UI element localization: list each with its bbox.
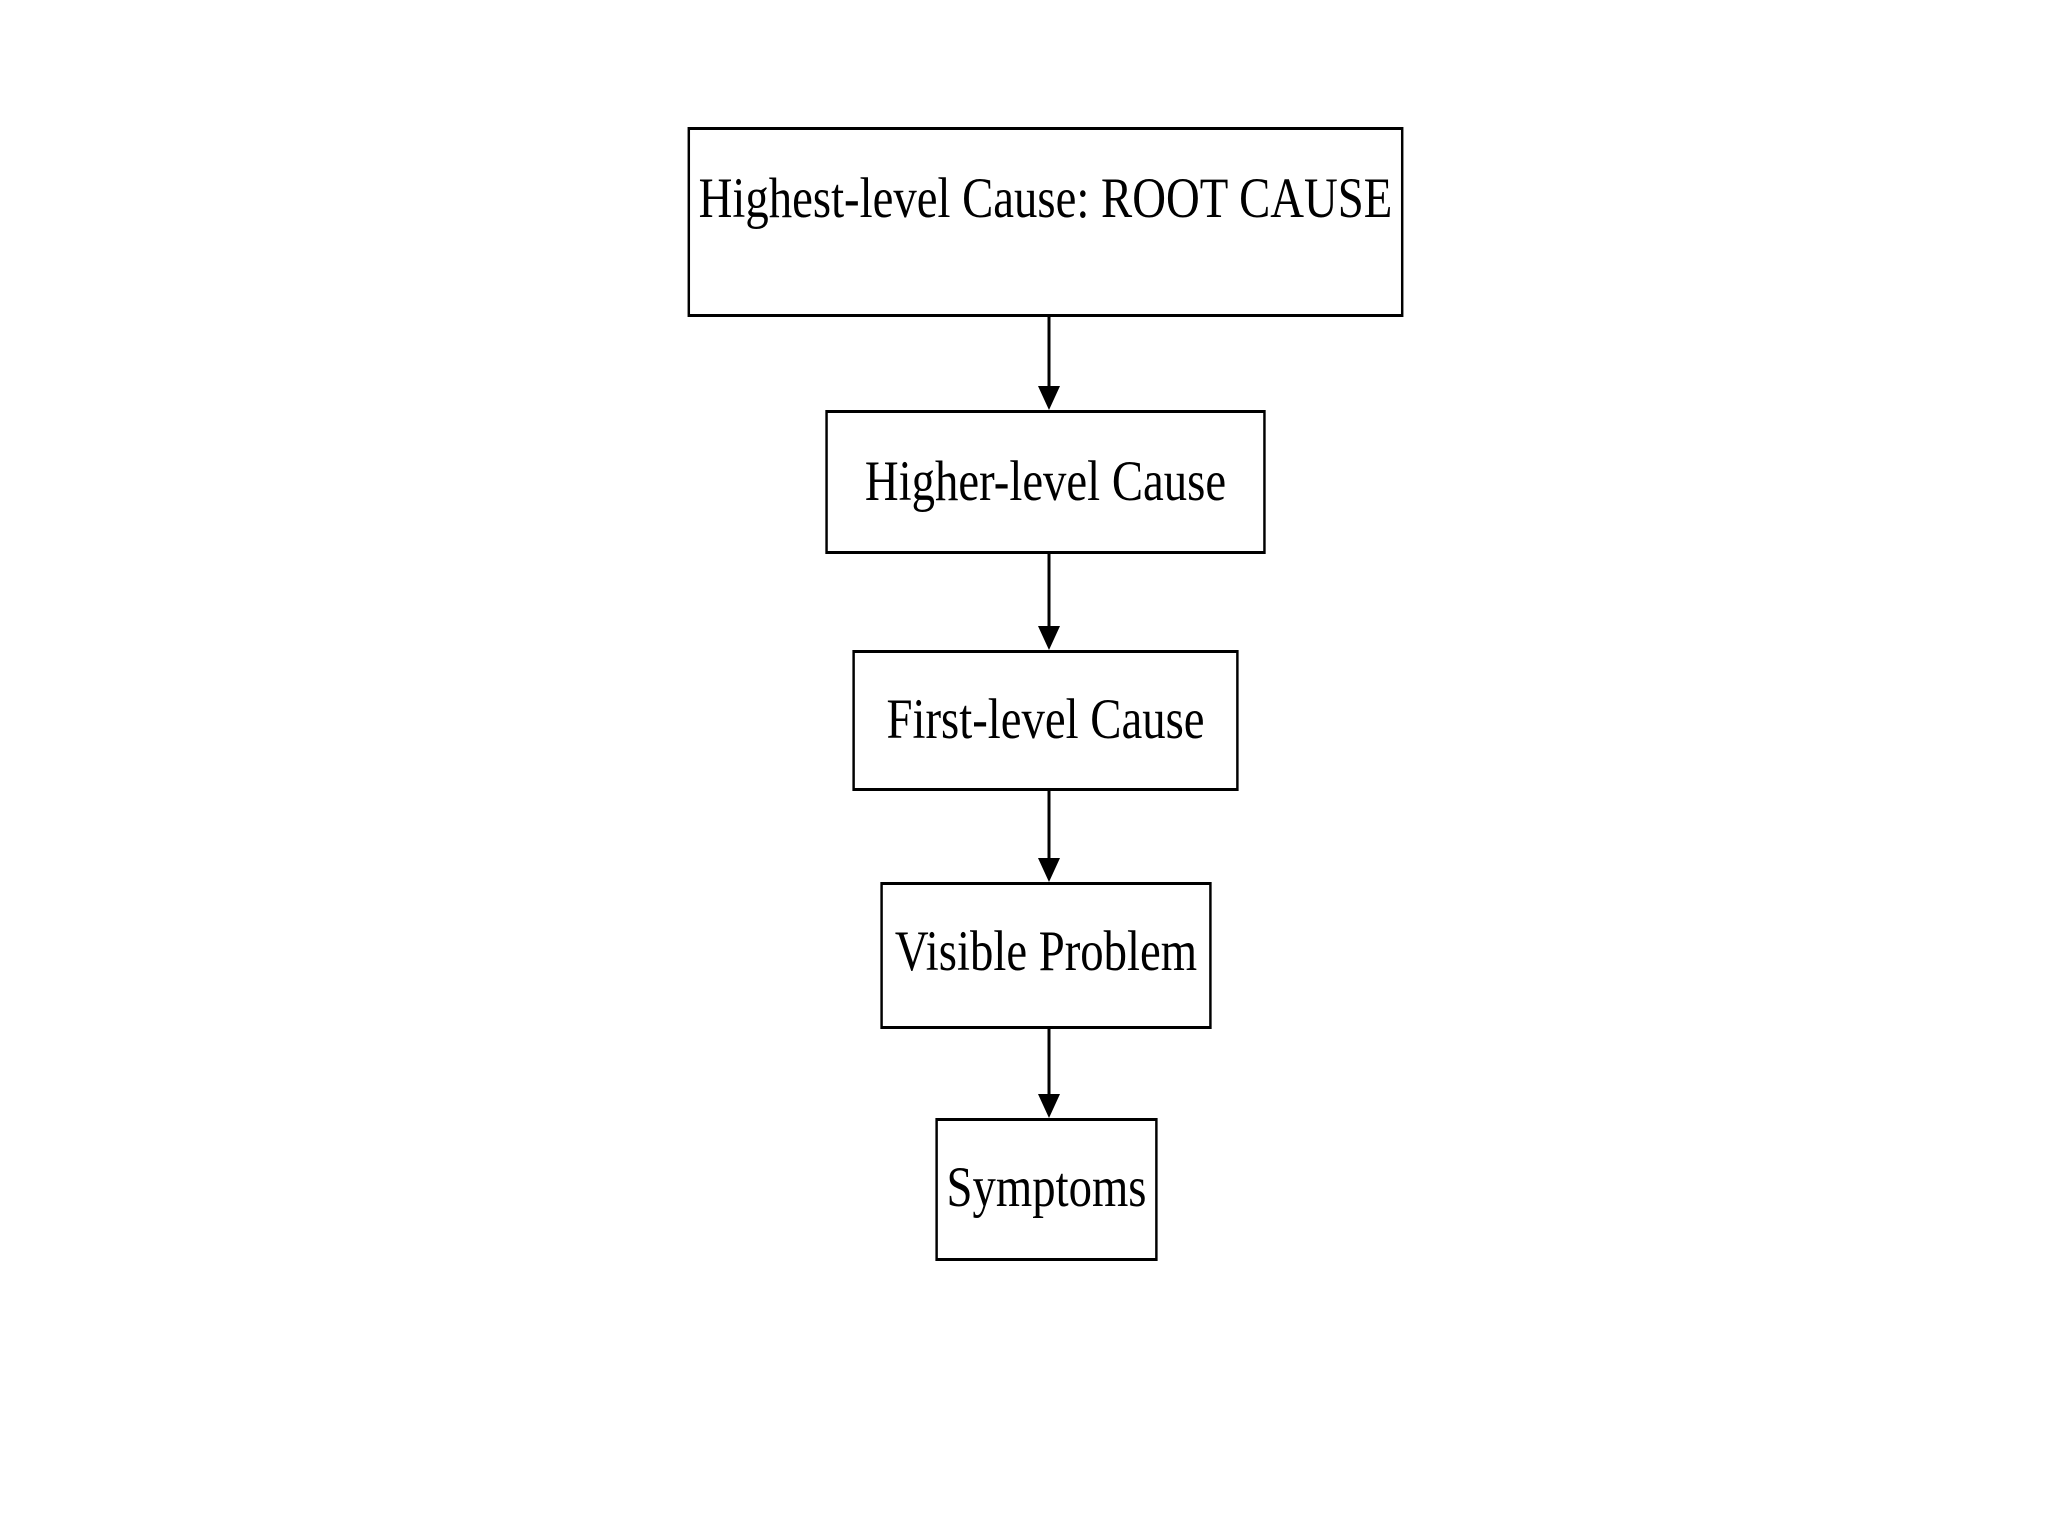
visible-problem-box: Visible Problem <box>880 882 1212 1029</box>
higher-level-cause-box: Higher-level Cause <box>825 410 1266 554</box>
arrow-visible-to-symptoms <box>1038 1029 1060 1118</box>
symptoms-label: Symptoms <box>946 1156 1147 1219</box>
root-cause-label: Highest-level Cause: ROOT CAUSE <box>698 167 1393 230</box>
arrow-higher-to-first <box>1038 554 1060 650</box>
higher-level-cause-label: Higher-level Cause <box>864 450 1227 513</box>
visible-problem-label: Visible Problem <box>894 920 1198 983</box>
root-cause-box: Highest-level Cause: ROOT CAUSE <box>687 127 1404 317</box>
symptoms-box: Symptoms <box>935 1118 1158 1261</box>
arrow-root-to-higher <box>1038 317 1060 410</box>
arrow-first-to-visible <box>1038 791 1060 882</box>
first-level-cause-box: First-level Cause <box>852 650 1239 791</box>
first-level-cause-label: First-level Cause <box>886 688 1205 751</box>
